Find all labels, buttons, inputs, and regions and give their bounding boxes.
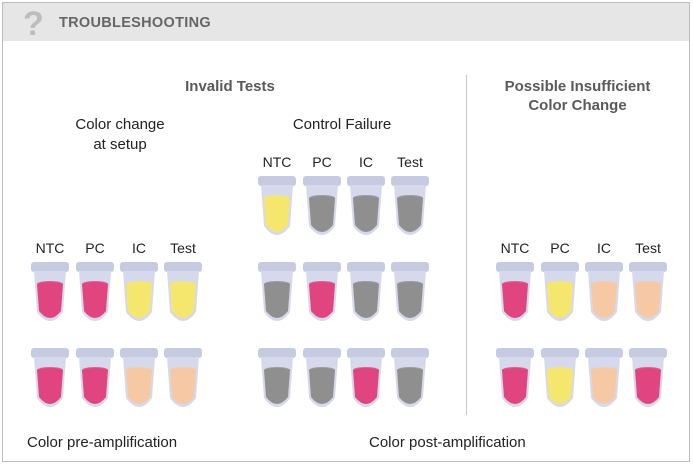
tube-insufficient-row2-ic [585,348,623,407]
col-label-ntc: NTC [500,240,530,256]
invalid-tests-heading: Invalid Tests [185,78,275,95]
col-label-test: Test [397,154,423,170]
control-failure-subheading: Control Failure [292,116,392,133]
col-label-test: Test [170,240,196,256]
tube-insufficient-row1-ic [585,262,623,321]
tube-setup-row1-ntc [31,262,69,321]
tube-control-row1-ic [347,176,385,235]
setup-subheading-line1: Color change [75,116,165,133]
tube-control-row2-test [391,262,429,321]
question-mark-icon: ? [23,5,44,43]
setup-subheading-line2: at setup [93,136,147,153]
col-label-pc: PC [85,240,105,256]
tube-control-row3-pc [303,348,341,407]
insufficient-heading-line2: Color Change [528,97,627,114]
tube-setup-row2-test [164,348,202,407]
setup-subheading: Color change at setup [30,115,210,155]
tube-insufficient-row2-pc [541,348,579,407]
tube-control-row2-pc [303,262,341,321]
tube-control-row1-test [391,176,429,235]
panel-title: TROUBLESHOOTING [59,15,211,31]
tube-control-row2-ic [347,262,385,321]
section-divider [466,75,467,415]
tube-setup-row1-pc [76,262,114,321]
tube-control-row3-ntc [258,348,296,407]
insufficient-heading-line1: Possible Insufficient [504,78,651,95]
tube-setup-row2-ntc [31,348,69,407]
pre-amplification-label: Color pre-amplification [27,434,178,451]
insufficient-heading: Possible Insufficient Color Change [470,77,685,115]
tube-control-row2-ntc [258,262,296,321]
col-label-ntc: NTC [262,154,292,170]
tube-setup-row1-ic [120,262,158,321]
tube-setup-row2-ic [120,348,158,407]
col-label-ic: IC [359,154,373,170]
tube-control-row1-ntc [258,176,296,235]
tube-insufficient-row1-ntc [496,262,534,321]
col-label-ntc: NTC [35,240,65,256]
post-amplification-label: Color post-amplification [369,434,526,451]
tube-setup-row2-pc [76,348,114,407]
panel-header: ? TROUBLESHOOTING [3,3,689,41]
tube-insufficient-row1-pc [541,262,579,321]
tube-control-row3-ic [347,348,385,407]
col-label-pc: PC [312,154,332,170]
col-label-test: Test [635,240,661,256]
tube-control-row1-pc [303,176,341,235]
tube-insufficient-row2-ntc [496,348,534,407]
tube-control-row3-test [391,348,429,407]
tube-setup-row1-test [164,262,202,321]
col-label-pc: PC [550,240,570,256]
col-label-ic: IC [132,240,146,256]
tube-insufficient-row1-test [629,262,667,321]
tube-insufficient-row2-test [629,348,667,407]
col-label-ic: IC [597,240,611,256]
